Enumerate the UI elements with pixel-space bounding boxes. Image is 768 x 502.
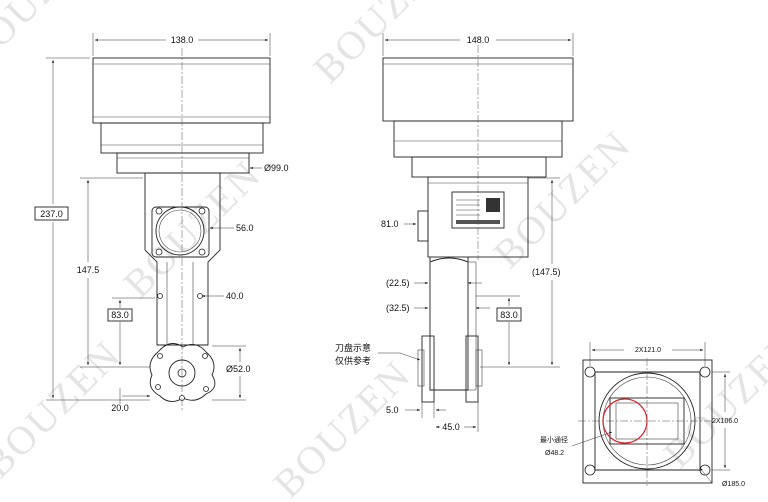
front-arm <box>144 172 221 346</box>
dim-side-lower: 83.0 <box>500 310 518 320</box>
watermark-text: BOUZEN <box>305 0 460 91</box>
side-ring <box>411 156 547 178</box>
dim-ref2: (32.5) <box>386 303 410 313</box>
dim-bore: Ø99.0 <box>264 163 289 173</box>
dim-window: 56.0 <box>236 223 254 233</box>
min-bore-label: 最小通径 <box>540 435 568 444</box>
cutter-note-line1: 刀盘示意 <box>335 342 371 353</box>
dim-lower: 83.0 <box>111 310 129 320</box>
watermark-text: BOUZEN <box>655 321 768 476</box>
flange-view: 2X121.0 2X106.0 最小通径 Ø48.2 Ø185.0 <box>540 342 745 488</box>
watermark-text: BOUZEN <box>0 331 130 486</box>
bolt-hole <box>155 207 163 215</box>
dim-gap: 5.0 <box>386 405 399 415</box>
bolt-hole <box>197 293 203 299</box>
dim-ref1: (22.5) <box>386 278 410 288</box>
cutter-disc <box>149 343 216 402</box>
dim-ref-height: (147.5) <box>532 267 561 277</box>
front-top-body <box>92 57 271 124</box>
flange-bolt <box>699 366 711 378</box>
dim-port: 81.0 <box>381 219 399 229</box>
dim-width: 138.0 <box>171 35 194 45</box>
dim-flange-top: 2X121.0 <box>635 347 661 354</box>
bolt-hole <box>198 207 206 215</box>
flange-bolt <box>584 464 596 476</box>
min-bore-value: Ø48.2 <box>545 450 564 457</box>
dim-vertical: 147.5 <box>77 265 100 275</box>
bolt-hole <box>157 293 163 299</box>
side-arm <box>429 257 469 391</box>
dim-disc: Ø52.0 <box>226 364 251 374</box>
dim-width2: 45.0 <box>442 422 460 432</box>
flange-bolt <box>584 366 596 378</box>
dim-flange-right: 2X106.0 <box>712 418 738 425</box>
dim-height: 237.0 <box>40 209 63 219</box>
dim-side-width: 148.0 <box>467 35 490 45</box>
watermark-text: BOUZEN <box>265 351 420 502</box>
dim-flange-circle: Ø185.0 <box>722 481 745 488</box>
dim-bottom: 20.0 <box>111 403 129 413</box>
dim-offset: 40.0 <box>226 291 244 301</box>
side-port <box>417 210 429 242</box>
flange-outer <box>582 359 713 484</box>
side-cutter <box>421 335 435 403</box>
front-view: 138.0 237.0 Ø99.0 56.0 147.5 83.0 40.0 Ø… <box>34 33 289 413</box>
cutter-note-line2: 仅供参考 <box>335 355 371 366</box>
front-window <box>155 206 205 256</box>
bolt-hole <box>155 248 163 256</box>
bolt-hole <box>198 248 206 256</box>
side-view: 148.0 81.0 (22.5) (32.5) (147.5) 83.0 刀盘… <box>335 33 574 432</box>
